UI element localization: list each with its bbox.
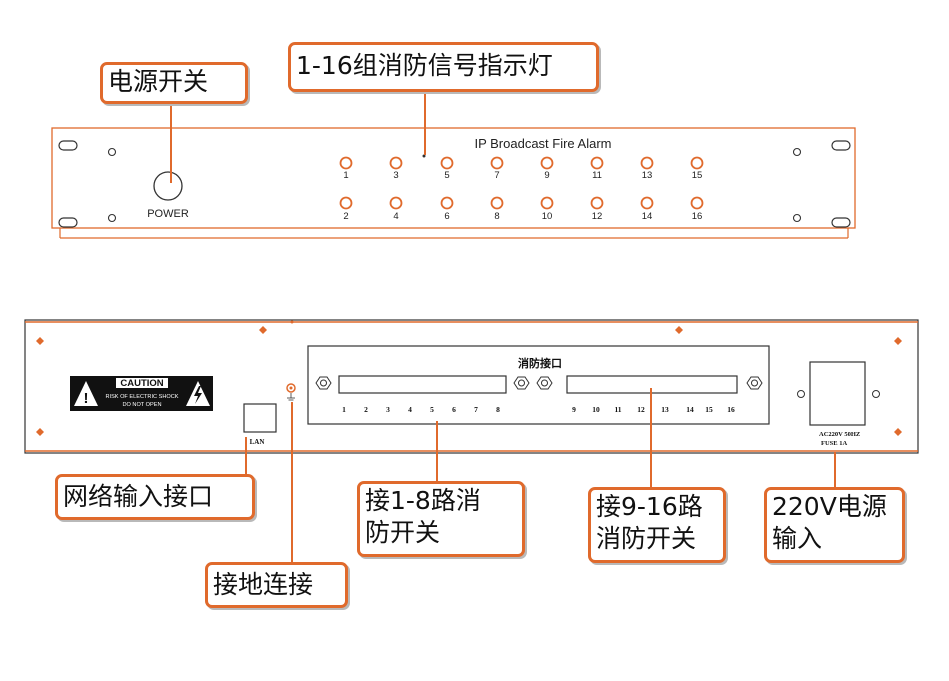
mounting-slot-icon bbox=[58, 140, 78, 151]
power-socket[interactable] bbox=[809, 361, 866, 426]
callout-ground: 接地连接 bbox=[205, 562, 348, 608]
indicator-number-label: 9 bbox=[544, 170, 549, 181]
terminal-number-label: 12 bbox=[637, 405, 645, 414]
ground-terminal[interactable] bbox=[286, 383, 296, 401]
power-button[interactable] bbox=[153, 171, 183, 201]
front-panel-outline bbox=[51, 127, 856, 229]
indicator-led-icon bbox=[690, 156, 704, 170]
indicator-led-icon bbox=[440, 196, 454, 210]
terminal-strip-1-8[interactable] bbox=[338, 375, 507, 394]
screw-hole-icon bbox=[872, 390, 880, 398]
indicator-led-icon bbox=[590, 196, 604, 210]
terminal-number-label: 6 bbox=[452, 405, 456, 414]
terminal-number-label: 4 bbox=[408, 405, 412, 414]
caution-label: ! CAUTION RISK OF ELECTRIC SHOCK DO NOT … bbox=[70, 376, 213, 411]
screw-hole-icon bbox=[797, 390, 805, 398]
lan-port[interactable] bbox=[243, 403, 277, 433]
indicator-led-icon bbox=[640, 196, 654, 210]
mounting-slot-icon bbox=[831, 217, 851, 228]
indicator-number-label: 15 bbox=[692, 170, 703, 181]
terminal-number-label: 1 bbox=[342, 405, 346, 414]
caution-line2: DO NOT OPEN bbox=[122, 402, 161, 408]
indicator-led-icon bbox=[389, 196, 403, 210]
terminal-number-label: 13 bbox=[661, 405, 669, 414]
terminal-number-label: 10 bbox=[592, 405, 600, 414]
caution-title: CAUTION bbox=[120, 378, 163, 389]
indicator-led-icon bbox=[339, 196, 353, 210]
leader-lines bbox=[170, 91, 836, 563]
fire-interface-title: 消防接口 bbox=[518, 356, 562, 370]
indicator-number-label: 6 bbox=[444, 211, 449, 222]
terminal-number-label: 16 bbox=[727, 405, 735, 414]
terminal-number-label: 8 bbox=[496, 405, 500, 414]
terminal-number-label: 2 bbox=[364, 405, 368, 414]
svg-text:!: ! bbox=[84, 390, 89, 407]
indicator-number-label: 3 bbox=[393, 170, 398, 181]
terminal-number-label: 3 bbox=[386, 405, 390, 414]
indicator-number-label: 7 bbox=[494, 170, 499, 181]
indicator-number-label: 13 bbox=[642, 170, 653, 181]
terminal-number-label: 7 bbox=[474, 405, 478, 414]
rear-screw-icons bbox=[36, 326, 902, 436]
screw-hole-icon bbox=[792, 213, 802, 223]
terminal-number-label: 14 bbox=[686, 405, 694, 414]
indicator-number-label: 12 bbox=[592, 211, 603, 222]
power-label: POWER bbox=[147, 208, 189, 220]
indicator-number-label: 2 bbox=[343, 211, 348, 222]
power-spec-line2: FUSE 1A bbox=[821, 440, 847, 447]
screw-hole-icon bbox=[107, 147, 117, 157]
callout-fire-switch-9-16: 接9-16路 消防开关 bbox=[588, 487, 726, 563]
power-spec-line1: AC220V 50HZ bbox=[819, 431, 860, 438]
indicator-number-label: 10 bbox=[542, 211, 553, 222]
terminal-number-label: 5 bbox=[430, 405, 434, 414]
indicator-led-icon bbox=[640, 156, 654, 170]
mounting-slot-icon bbox=[831, 140, 851, 151]
rear-panel: ! CAUTION RISK OF ELECTRIC SHOCK DO NOT … bbox=[24, 319, 919, 454]
terminal-number-label: 9 bbox=[572, 405, 576, 414]
terminal-number-label: 11 bbox=[614, 405, 621, 414]
callout-fire-switch-1-8: 接1-8路消 防开关 bbox=[357, 481, 525, 557]
callout-indicators: 1-16组消防信号指示灯 bbox=[288, 42, 599, 92]
indicator-number-label: 8 bbox=[494, 211, 499, 222]
indicator-led-icon bbox=[389, 156, 403, 170]
device-title: IP Broadcast Fire Alarm bbox=[474, 136, 611, 151]
indicator-number-label: 5 bbox=[444, 170, 449, 181]
screw-hole-icon bbox=[107, 213, 117, 223]
connector-nut-icons bbox=[315, 376, 763, 390]
indicator-number-label: 14 bbox=[642, 211, 653, 222]
callout-power-input: 220V电源 输入 bbox=[764, 487, 905, 563]
indicator-led-icon bbox=[440, 156, 454, 170]
indicator-led-icon bbox=[490, 156, 504, 170]
indicator-led-icon bbox=[690, 196, 704, 210]
callout-network-input: 网络输入接口 bbox=[55, 474, 255, 520]
lan-label: LAN bbox=[250, 438, 265, 446]
indicator-led-icon bbox=[339, 156, 353, 170]
indicator-number-label: 1 bbox=[343, 170, 348, 181]
indicator-led-icon bbox=[540, 156, 554, 170]
indicator-number-label: 11 bbox=[592, 170, 602, 181]
indicator-number-label: 16 bbox=[692, 211, 703, 222]
screw-hole-icon bbox=[792, 147, 802, 157]
indicator-led-icon bbox=[490, 196, 504, 210]
indicator-number-label: 4 bbox=[393, 211, 398, 222]
terminal-number-label: 15 bbox=[705, 405, 713, 414]
callout-power-switch: 电源开关 bbox=[100, 62, 248, 104]
mounting-slot-icon bbox=[58, 217, 78, 228]
indicator-led-icon bbox=[540, 196, 554, 210]
caution-line1: RISK OF ELECTRIC SHOCK bbox=[105, 394, 178, 400]
indicator-led-icon bbox=[590, 156, 604, 170]
warning-icon bbox=[74, 381, 98, 406]
